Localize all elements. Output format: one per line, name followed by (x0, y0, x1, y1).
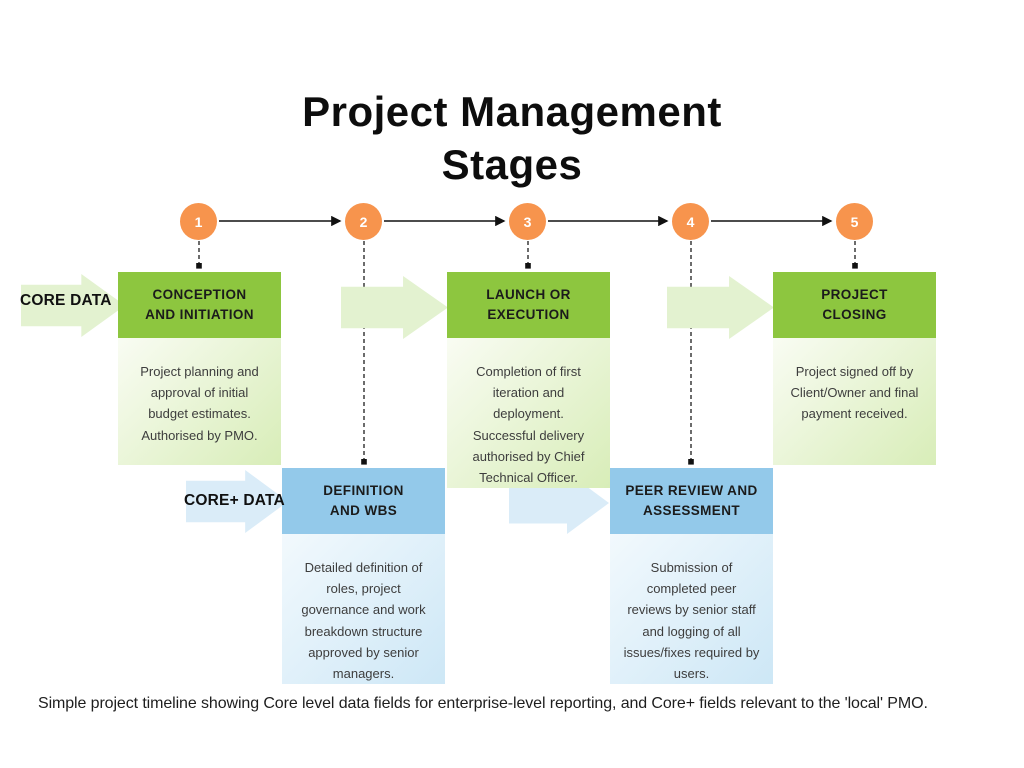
drop-connector-1-tip (196, 263, 202, 269)
core-data-label: CORE DATA (20, 292, 112, 309)
stage-marker-2: 2 (345, 203, 382, 240)
stage-description: Completion of first iteration and deploy… (447, 338, 610, 489)
stage-3-arrow-icon (341, 276, 448, 339)
stage-heading: LAUNCH OR EXECUTION (447, 272, 610, 338)
stage-marker-3: 3 (509, 203, 546, 240)
stage-marker-1: 1 (180, 203, 217, 240)
stage-description: Submission of completed peer reviews by … (610, 534, 773, 685)
stage-box-conception-and-initiation: CONCEPTION AND INITIATION Project planni… (118, 272, 281, 465)
stage-5-arrow-icon (667, 276, 774, 339)
drop-connector-3-tip (525, 263, 531, 269)
stage-marker-4: 4 (672, 203, 709, 240)
footer-caption: Simple project timeline showing Core lev… (38, 695, 928, 712)
stage-heading: DEFINITION AND WBS (282, 468, 445, 534)
stage-box-definition-and-wbs: DEFINITION AND WBS Detailed definition o… (282, 468, 445, 685)
drop-connector-4-tip (688, 459, 694, 465)
stage-description: Project signed off by Client/Owner and f… (773, 338, 936, 465)
stage-box-launch-or-execution: LAUNCH OR EXECUTION Completion of first … (447, 272, 610, 489)
stage-marker-5: 5 (836, 203, 873, 240)
stage-box-peer-review-and-assessment: PEER REVIEW AND ASSESSMENT Submission of… (610, 468, 773, 685)
page-title: Project Management Stages (302, 88, 722, 188)
stage-heading: PROJECT CLOSING (773, 272, 936, 338)
drop-connector-2-tip (361, 459, 367, 465)
stage-heading: PEER REVIEW AND ASSESSMENT (610, 468, 773, 534)
stage-description: Project planning and approval of initial… (118, 338, 281, 465)
stage-box-project-closing: PROJECT CLOSING Project signed off by Cl… (773, 272, 936, 465)
stage-heading: CONCEPTION AND INITIATION (118, 272, 281, 338)
drop-connector-5-tip (852, 263, 858, 269)
stage-description: Detailed definition of roles, project go… (282, 534, 445, 685)
core-plus-data-label: CORE+ DATA (184, 492, 285, 509)
